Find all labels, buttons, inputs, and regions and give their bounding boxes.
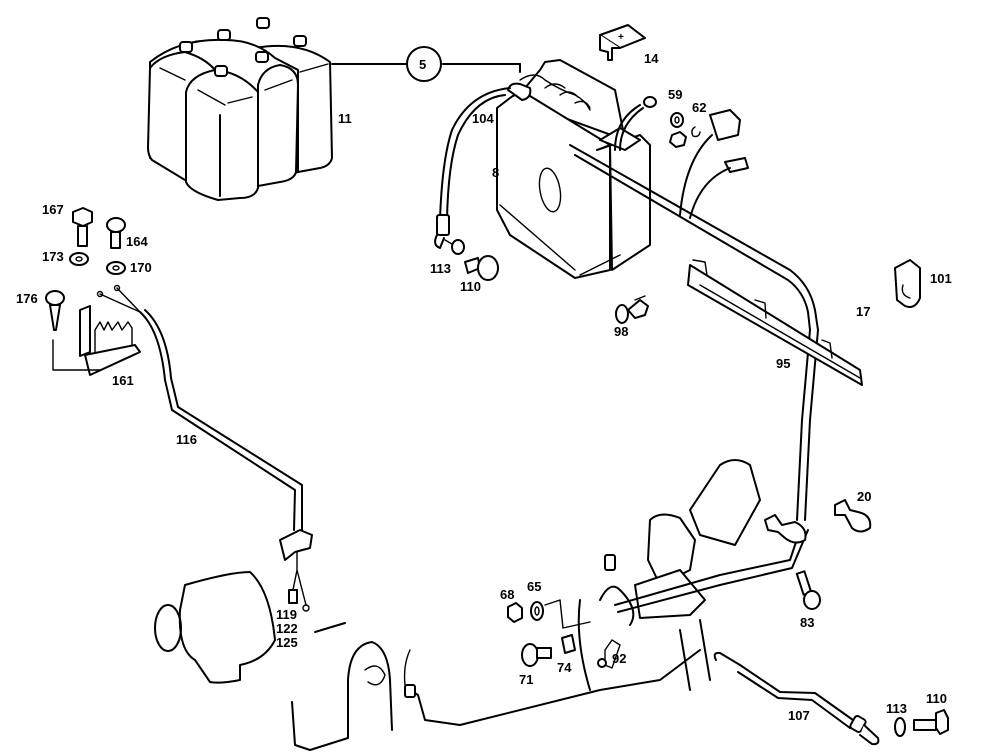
- label-119: 119: [276, 607, 297, 622]
- ground-cable-part-107[interactable]: [713, 651, 880, 746]
- engine-outline: [291, 641, 701, 751]
- plate-part-74[interactable]: [561, 634, 576, 654]
- washer-part-170[interactable]: [106, 261, 126, 275]
- plus-symbol: +: [618, 32, 624, 43]
- clamp-installed-icon: [764, 514, 807, 544]
- label-173: 173: [42, 249, 64, 264]
- label-101: 101: [930, 271, 952, 286]
- label-8: 8: [492, 165, 499, 180]
- label-74: 74: [557, 660, 572, 675]
- battery-cable-part-104[interactable]: [434, 87, 511, 249]
- cell-cap-icon: [179, 17, 307, 77]
- cable-part-116[interactable]: [96, 284, 313, 612]
- washer-part-113-bottom[interactable]: [894, 717, 906, 737]
- label-113-bottom: 113: [886, 701, 907, 716]
- label-107: 107: [788, 708, 810, 723]
- label-167: 167: [42, 202, 64, 217]
- label-20: 20: [857, 489, 871, 504]
- washer-part-65[interactable]: [530, 599, 591, 629]
- label-104: 104: [472, 111, 494, 126]
- lock-washer-icon: [691, 126, 701, 138]
- label-68: 68: [500, 587, 514, 602]
- nut-part-68[interactable]: [507, 602, 523, 623]
- label-62: 62: [692, 100, 706, 115]
- bolt-part-110-top[interactable]: [464, 255, 499, 281]
- washer-part-173[interactable]: [69, 252, 89, 266]
- label-110-bottom: 110: [926, 691, 947, 706]
- nut-part-56[interactable]: [669, 131, 687, 148]
- clamp-part-20[interactable]: [834, 499, 872, 533]
- label-113-top: 113: [430, 261, 451, 276]
- cable-part-59[interactable]: [614, 96, 657, 151]
- battery-cells-part-11[interactable]: [147, 17, 333, 201]
- bolt-part-83[interactable]: [795, 570, 821, 610]
- battery-cable-part-17[interactable]: [569, 144, 819, 521]
- battery-part-8[interactable]: [496, 59, 651, 279]
- label-5: 5: [419, 57, 426, 72]
- label-170: 170: [130, 260, 152, 275]
- screw-part-176[interactable]: [45, 290, 65, 331]
- label-83: 83: [800, 615, 814, 630]
- label-161: 161: [112, 373, 134, 388]
- label-59: 59: [668, 87, 682, 102]
- label-71: 71: [519, 672, 533, 687]
- terminal-cover-part-14[interactable]: +: [599, 24, 646, 61]
- label-116: 116: [176, 432, 197, 447]
- label-125: 125: [276, 635, 298, 650]
- washer-part-113-top[interactable]: [444, 239, 465, 255]
- label-65: 65: [527, 579, 541, 594]
- label-164: 164: [126, 234, 148, 249]
- label-95: 95: [776, 356, 790, 371]
- label-176: 176: [16, 291, 38, 306]
- label-122: 122: [276, 621, 298, 636]
- screw-part-71[interactable]: [521, 643, 552, 667]
- washer-part-62[interactable]: [670, 112, 684, 128]
- label-110-top: 110: [460, 279, 481, 294]
- screw-part-164[interactable]: [106, 217, 126, 249]
- starter-assembly: [577, 459, 809, 691]
- bolt-part-167[interactable]: [72, 207, 93, 247]
- label-14: 14: [644, 51, 659, 66]
- label-11: 11: [338, 111, 352, 126]
- bracket-part-161[interactable]: [52, 305, 141, 376]
- clip-part-101[interactable]: [894, 259, 921, 308]
- clip-part-98[interactable]: [615, 295, 649, 324]
- sensor-connector[interactable]: [679, 109, 749, 219]
- battery-tray-part-95[interactable]: [687, 259, 863, 386]
- label-17: 17: [856, 304, 870, 319]
- alternator-outline: [154, 571, 346, 684]
- bolt-part-110-bottom[interactable]: [913, 709, 949, 735]
- terminal-part-92[interactable]: [597, 639, 621, 669]
- group-reference-5[interactable]: 5: [406, 46, 442, 82]
- label-92: 92: [612, 651, 626, 666]
- label-98: 98: [614, 324, 628, 339]
